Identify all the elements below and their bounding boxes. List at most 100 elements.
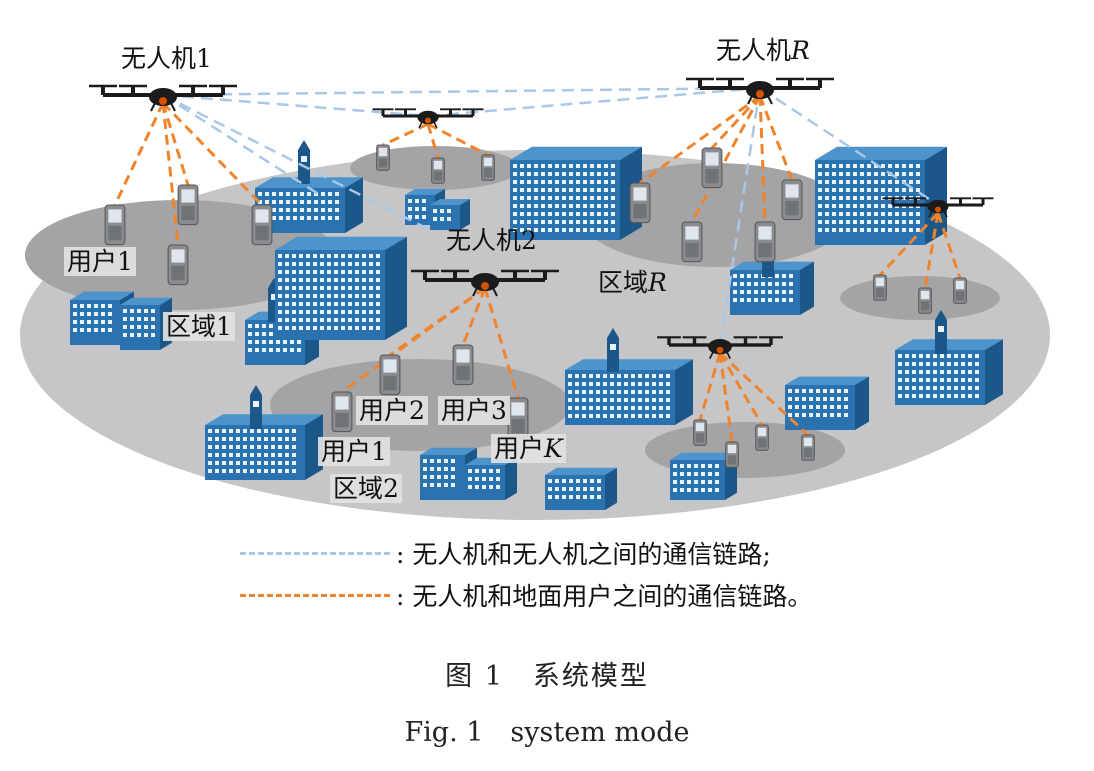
- building-window: [575, 390, 579, 394]
- building-window: [568, 374, 572, 378]
- building-window: [101, 304, 105, 308]
- building-window: [589, 390, 593, 394]
- link-user-3-0: [878, 211, 940, 277]
- building-window: [468, 485, 472, 489]
- building-window: [362, 254, 366, 258]
- uav-2: [411, 269, 559, 297]
- building-window: [610, 406, 614, 410]
- building-window: [285, 262, 289, 266]
- building-window: [320, 254, 324, 258]
- building-window: [222, 429, 226, 433]
- region-r-label: 区域R: [598, 270, 667, 295]
- phone-user-4-1: [452, 344, 474, 386]
- building-window: [534, 188, 538, 192]
- phone-keypad: [920, 301, 930, 311]
- building-window: [659, 374, 663, 378]
- link-user-1-0: [382, 122, 429, 147]
- building-window: [747, 282, 751, 286]
- building-window: [816, 397, 820, 401]
- building-window: [271, 461, 275, 465]
- building-window: [299, 302, 303, 306]
- uav-motor: [453, 272, 457, 280]
- building-window: [94, 328, 98, 332]
- building-window: [569, 188, 573, 192]
- building-window: [597, 495, 601, 499]
- link-user-2-3: [758, 95, 767, 223]
- building-window: [348, 270, 352, 274]
- building-window: [569, 196, 573, 200]
- building-window: [825, 204, 829, 208]
- building-window: [527, 164, 531, 168]
- building-window: [355, 294, 359, 298]
- building-window: [860, 172, 864, 176]
- building-window: [293, 192, 297, 196]
- building-window: [299, 262, 303, 266]
- building-window: [589, 406, 593, 410]
- building-window: [306, 254, 310, 258]
- building-window: [151, 317, 155, 321]
- building-window: [243, 469, 247, 473]
- building-window: [789, 274, 793, 278]
- link-user-1-1: [426, 123, 440, 159]
- building-window: [313, 326, 317, 330]
- uav-motor: [381, 110, 385, 116]
- building-window: [968, 394, 972, 398]
- phone-screen: [695, 422, 705, 432]
- building-window: [589, 398, 593, 402]
- building-window: [583, 196, 587, 200]
- building-window: [87, 328, 91, 332]
- user-3-label: 用户3: [438, 396, 510, 425]
- building-window: [673, 480, 677, 484]
- building-window: [638, 414, 642, 418]
- building-window: [236, 461, 240, 465]
- building-window: [355, 310, 359, 314]
- building-window: [451, 483, 455, 487]
- building-window: [335, 192, 339, 196]
- building-window: [320, 302, 324, 306]
- phone-user-3-1: [918, 287, 932, 314]
- building-window: [306, 270, 310, 274]
- building-window: [795, 397, 799, 401]
- building-window: [603, 398, 607, 402]
- building-window: [555, 220, 559, 224]
- building-window: [624, 398, 628, 402]
- building-window: [299, 326, 303, 330]
- building-window: [87, 312, 91, 316]
- building-window: [909, 164, 913, 168]
- building-window: [108, 320, 112, 324]
- building-window: [362, 318, 366, 322]
- building-window: [898, 362, 902, 366]
- building-window: [376, 294, 380, 298]
- building-window: [694, 480, 698, 484]
- building-window: [715, 472, 719, 476]
- building-window: [968, 370, 972, 374]
- uav-motor: [698, 80, 702, 88]
- building-window: [975, 370, 979, 374]
- building-window: [108, 312, 112, 316]
- building-window: [802, 397, 806, 401]
- building-window: [314, 192, 318, 196]
- building-window: [933, 386, 937, 390]
- building-window: [271, 453, 275, 457]
- building-window: [423, 483, 427, 487]
- phone-user-0-0: [104, 204, 126, 246]
- building-window: [334, 270, 338, 274]
- building-window: [638, 406, 642, 410]
- building-window: [307, 208, 311, 212]
- building-window: [975, 354, 979, 358]
- building-window: [300, 200, 304, 204]
- building-window: [604, 164, 608, 168]
- building-window: [867, 180, 871, 184]
- building-window: [954, 386, 958, 390]
- uav-motor: [891, 199, 895, 205]
- building-window: [208, 437, 212, 441]
- building-window: [902, 172, 906, 176]
- building-window: [94, 320, 98, 324]
- building-window: [278, 286, 282, 290]
- building-window: [355, 254, 359, 258]
- building-window: [818, 220, 822, 224]
- building-window: [101, 320, 105, 324]
- building-window: [285, 469, 289, 473]
- building-window: [534, 212, 538, 216]
- building-window: [229, 453, 233, 457]
